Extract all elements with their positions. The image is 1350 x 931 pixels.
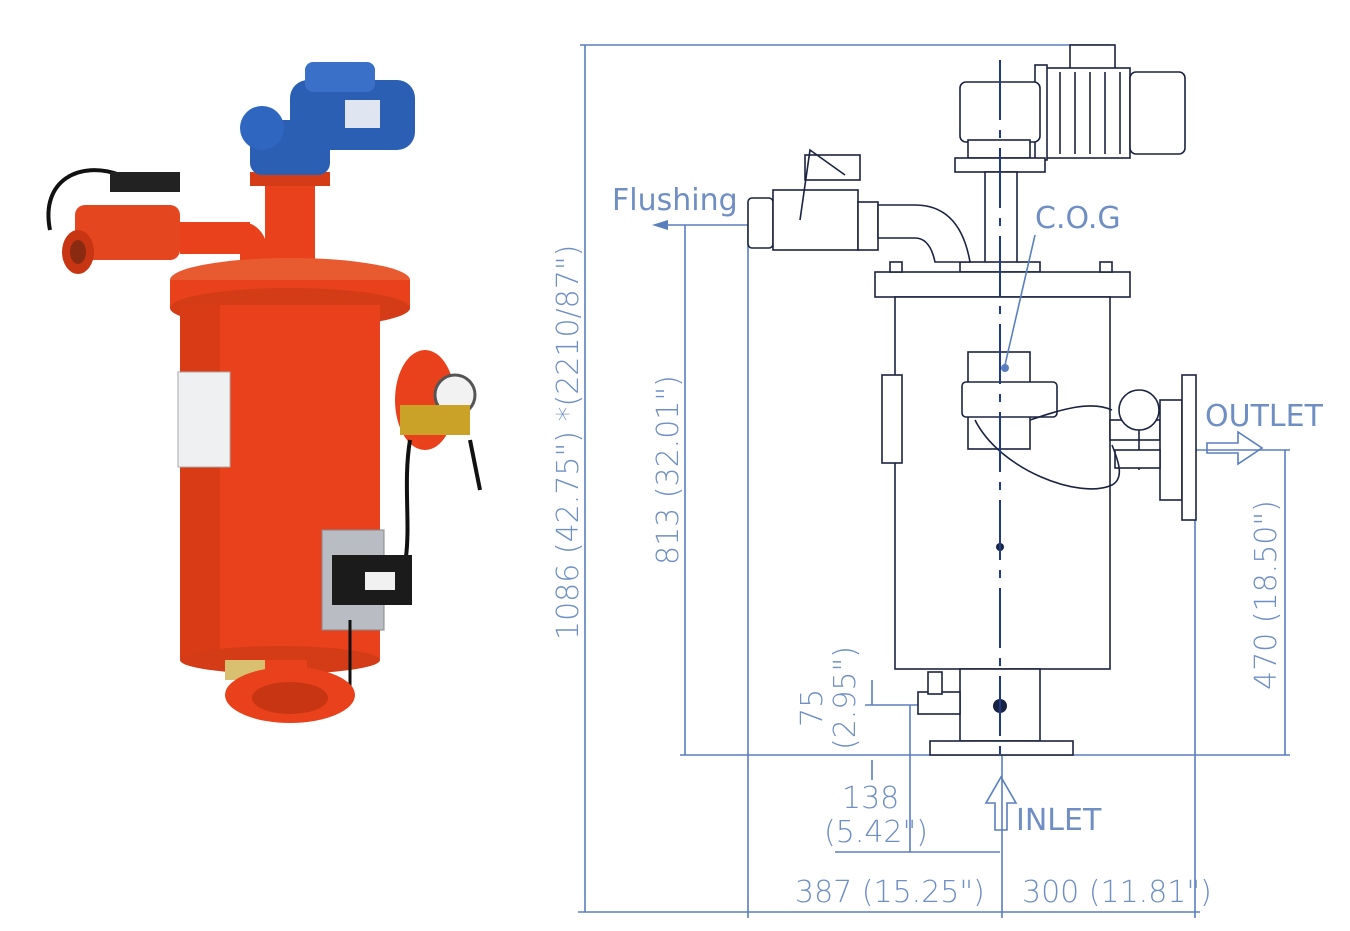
flushing-label: Flushing [612, 183, 738, 218]
flushing-height-dimension: 813 (32.01") [651, 375, 686, 565]
dimension-lines [578, 44, 1290, 918]
drain-height-mm: 75 [795, 689, 830, 727]
drain-offset-mm: 138 [842, 781, 899, 816]
outlet-height-dimension: 470 (18.50") [1249, 500, 1284, 690]
left-width-dimension: 387 (15.25") [795, 875, 985, 910]
overall-height-dimension: 1086 (42.75") *(2210/87") [551, 245, 586, 640]
flow-arrow-right-icon [1206, 430, 1264, 466]
cog-leader [1004, 234, 1036, 366]
filter-line-drawing [747, 44, 1197, 760]
cog-marker [1001, 364, 1009, 372]
drain-offset-in: (5.42") [824, 815, 928, 850]
right-width-dimension: 300 (11.81") [1022, 875, 1212, 910]
cog-label: C.O.G [1035, 201, 1121, 236]
flushing-arrow-icon [652, 220, 668, 230]
outlet-label: OUTLET [1205, 399, 1324, 434]
inlet-label: INLET [1016, 803, 1102, 838]
flow-arrow-up-icon [984, 775, 1018, 831]
filter-product-photo [46, 62, 482, 723]
drain-height-in: (2.95") [828, 646, 863, 750]
